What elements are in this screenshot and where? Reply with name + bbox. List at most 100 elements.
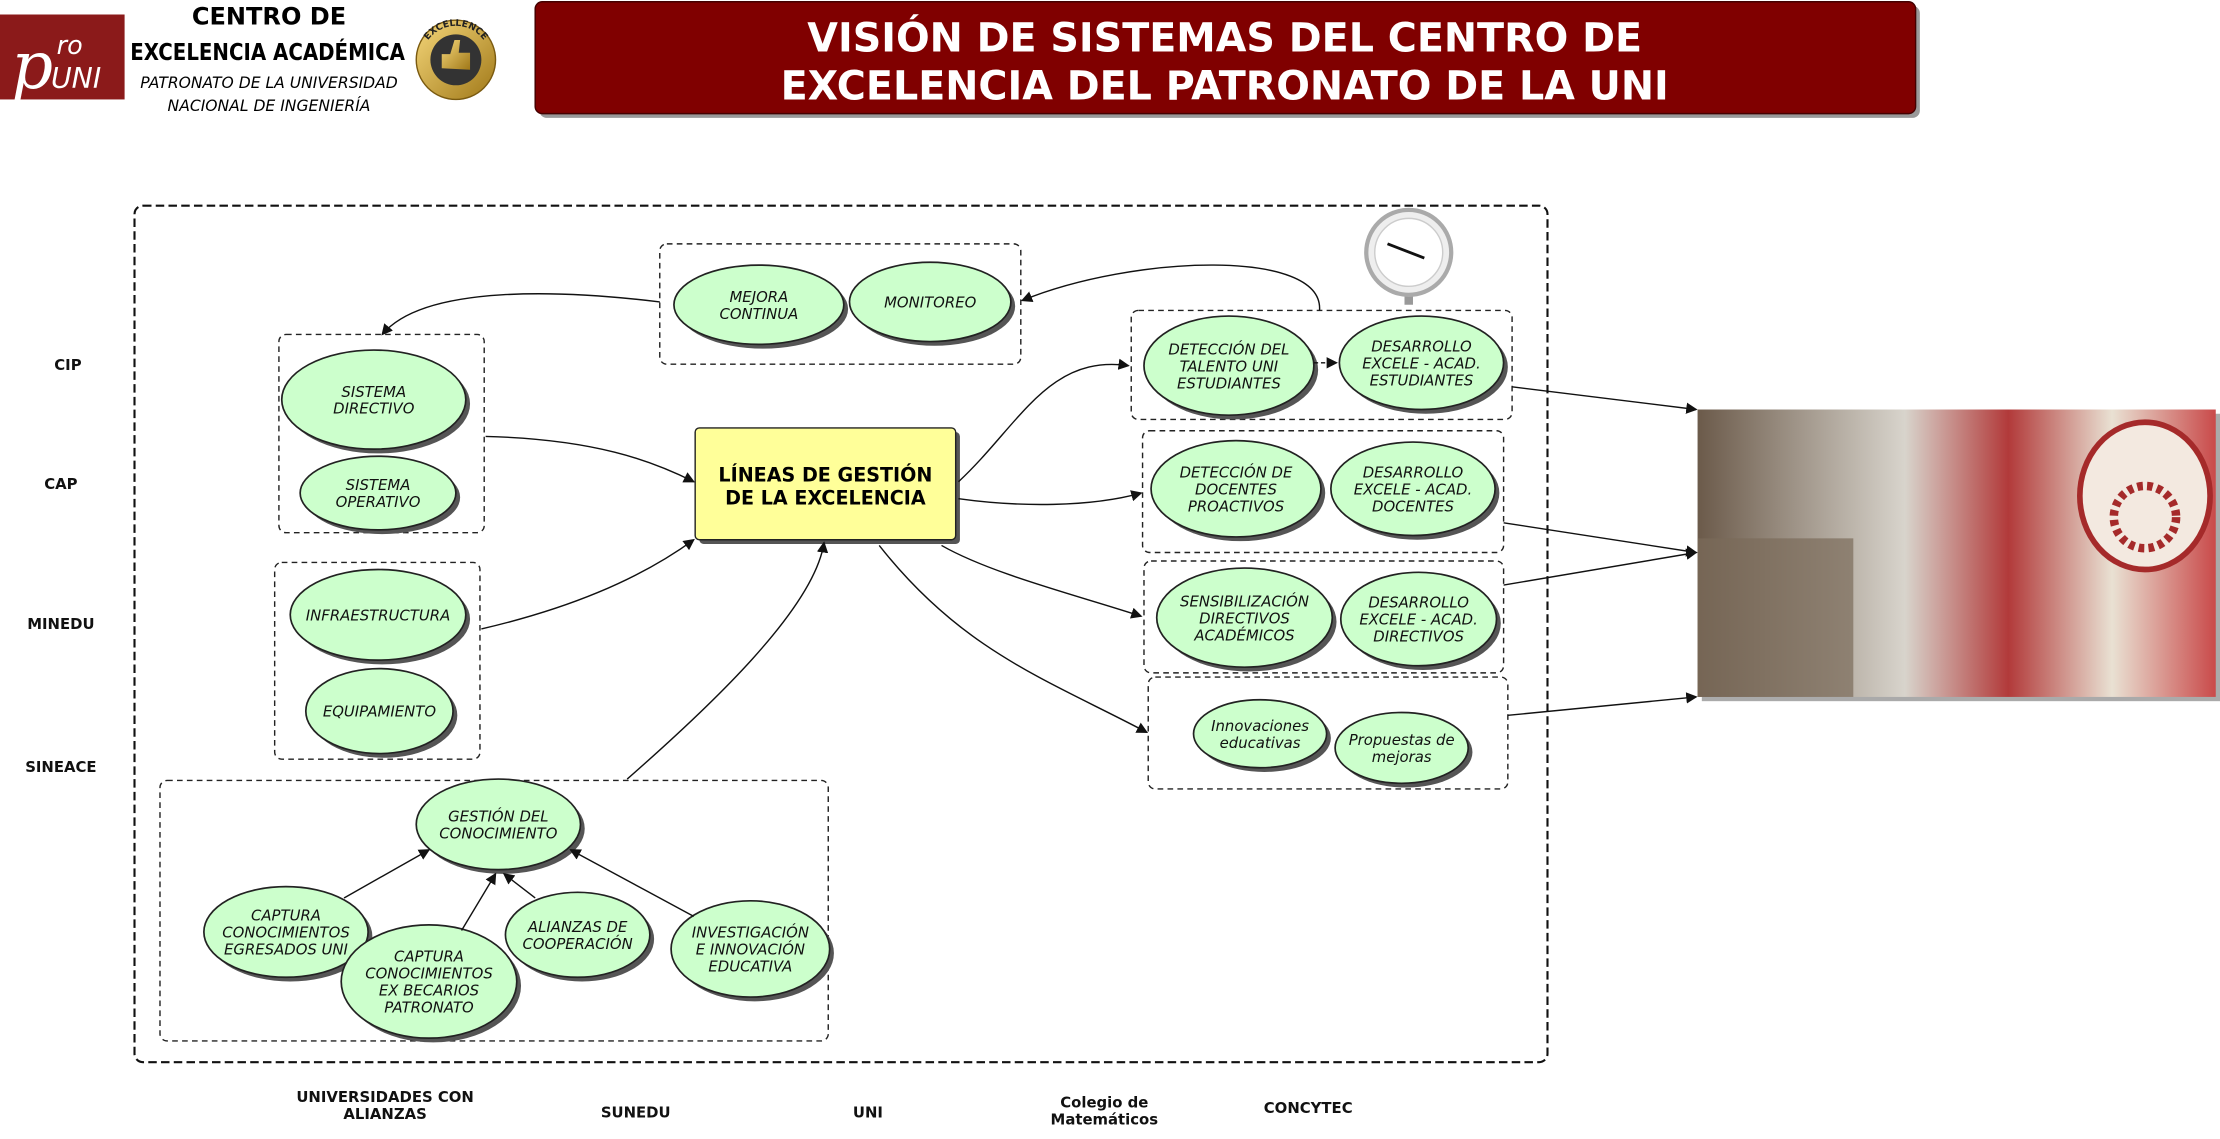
logo-ro: ro: [57, 31, 83, 61]
node-label: DESARROLLO: [1371, 337, 1472, 355]
node-label: DIRECTIVOS: [1373, 628, 1464, 646]
node-label: ESTUDIANTES: [1370, 371, 1474, 389]
gauge-icon: [1364, 207, 1454, 305]
system-boundary: [133, 204, 1549, 1064]
center-title-1: CENTRO DE: [192, 2, 346, 30]
node-monitoreo: MONITOREO: [848, 261, 1016, 346]
node-label: EQUIPAMIENTO: [323, 703, 437, 721]
group-infraestructura: [273, 561, 481, 760]
logo-uni: UNI: [51, 62, 101, 95]
node-label: E INNOVACIÓN: [696, 941, 805, 959]
node-label: EDUCATIVA: [708, 958, 792, 976]
node-label: COOPERACIÓN: [523, 935, 633, 953]
label-cap: CAP: [44, 475, 77, 493]
node-label: EXCELE - ACAD.: [1354, 480, 1472, 498]
label-sineace: SINEACE: [25, 758, 96, 776]
label-cip: CIP: [54, 356, 81, 374]
prouni-logo: p ro UNI: [0, 14, 125, 104]
label-sunedu: SUNEDU: [601, 1103, 671, 1121]
node-label: MEJORA: [729, 288, 788, 306]
node-label: DESARROLLO: [1363, 463, 1464, 481]
uni-photo: [1697, 409, 2220, 702]
node-label: DOCENTES: [1195, 480, 1277, 498]
node-label: TALENTO UNI: [1180, 357, 1279, 375]
node-label: DETECCIÓN DEL: [1168, 340, 1289, 358]
node-infra: INFRAESTRUCTURA: [289, 568, 471, 665]
node-label: MONITOREO: [884, 294, 977, 312]
patronato-line-1: PATRONATO DE LA UNIVERSIDAD: [140, 74, 398, 92]
node-label: ALIANZAS DE: [527, 918, 628, 936]
node-label: OPERATIVO: [336, 493, 421, 511]
node-label: DIRECTIVO: [333, 400, 415, 418]
node-label: CONOCIMIENTOS: [365, 965, 493, 983]
node-label: mejoras: [1372, 748, 1432, 766]
group-mejora: [659, 243, 1022, 365]
center-lineas-gestion: LÍNEAS DE GESTIÓN DE LA EXCELENCIA: [694, 427, 960, 545]
node-label: INFRAESTRUCTURA: [306, 606, 450, 624]
center-title-2: EXCELENCIA ACADÉMICA: [130, 38, 405, 66]
node-label: DOCENTES: [1372, 497, 1454, 515]
label-universidades-2: ALIANZAS: [343, 1105, 426, 1123]
label-concytec: CONCYTEC: [1264, 1099, 1353, 1117]
node-label: SENSIBILIZACIÓN: [1180, 592, 1309, 610]
node-label: CONTINUA: [719, 305, 798, 323]
connectors: [343, 264, 1698, 931]
logo-p: p: [11, 29, 53, 104]
label-uni: UNI: [853, 1103, 883, 1121]
center-line-2: DE LA EXCELENCIA: [725, 486, 926, 509]
node-label: CONOCIMIENTO: [439, 825, 557, 843]
node-label: ACADÉMICOS: [1193, 626, 1294, 644]
group-docentes: [1141, 430, 1505, 554]
title-line-2: EXCELENCIA DEL PATRONATO DE LA UNI: [781, 63, 1669, 109]
title-banner: VISIÓN DE SISTEMAS DEL CENTRO DE EXCELEN…: [534, 1, 1920, 118]
group-innovaciones: [1147, 676, 1509, 790]
patronato-line-2: NACIONAL DE INGENIERÍA: [168, 96, 371, 115]
label-colegio-2: Matemáticos: [1051, 1111, 1159, 1129]
excellence-medal-icon: EXCELLENCE: [415, 18, 497, 101]
node-label: EXCELE - ACAD.: [1362, 354, 1480, 372]
label-colegio-1: Colegio de: [1060, 1094, 1148, 1112]
group-estudiantes: [1130, 309, 1513, 421]
node-label: INVESTIGACIÓN: [692, 924, 809, 942]
title-line-1: VISIÓN DE SISTEMAS DEL CENTRO DE: [807, 14, 1642, 61]
node-label: CAPTURA: [251, 907, 321, 925]
node-label: EGRESADOS UNI: [224, 941, 348, 959]
label-minedu: MINEDU: [27, 615, 94, 633]
node-label: PATRONATO: [384, 999, 474, 1017]
node-label: CAPTURA: [394, 948, 464, 966]
label-universidades-1: UNIVERSIDADES CON: [296, 1088, 474, 1106]
node-label: PROACTIVOS: [1188, 497, 1284, 515]
node-label: Innovaciones: [1211, 717, 1309, 735]
node-label: Propuestas de: [1349, 731, 1455, 749]
node-label: DESARROLLO: [1368, 594, 1469, 612]
node-label: SISTEMA: [346, 476, 411, 494]
node-label: CONOCIMIENTOS: [222, 924, 350, 942]
uni-seal-icon: [2077, 419, 2213, 573]
node-label: EX BECARIOS: [379, 982, 479, 1000]
node-label: educativas: [1220, 734, 1301, 752]
group-directivos: [1143, 560, 1505, 674]
node-label: EXCELE - ACAD.: [1359, 611, 1477, 629]
node-label: DETECCIÓN DE: [1180, 463, 1293, 481]
node-label: SISTEMA: [341, 383, 406, 401]
node-label: ESTUDIANTES: [1177, 374, 1281, 392]
node-label: DIRECTIVOS: [1199, 609, 1290, 627]
node-label: GESTIÓN DEL: [448, 808, 548, 826]
